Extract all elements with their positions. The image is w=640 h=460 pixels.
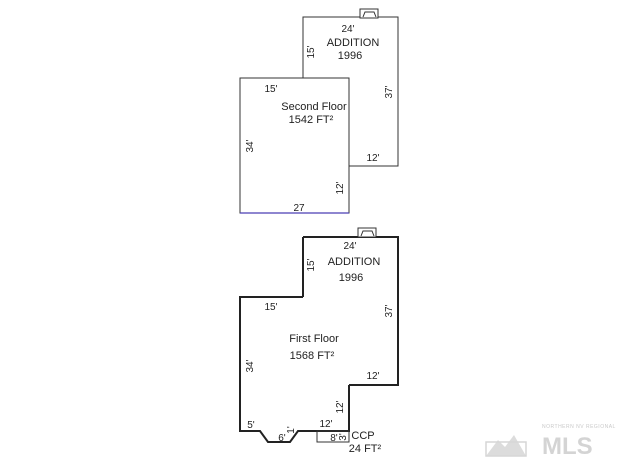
mls-watermark-logo: NORTHERN NV REGIONAL MLS xyxy=(485,424,616,458)
first-main-top-dim: 15' xyxy=(264,302,277,313)
ccp-area: 24 FT² xyxy=(349,443,382,455)
ccp-name: CCP xyxy=(351,430,374,442)
ccp-outline xyxy=(316,430,350,443)
first-floor-area: 1568 FT² xyxy=(290,350,335,362)
bay-left-dim: 5' xyxy=(247,420,255,431)
first-addition-year: 1996 xyxy=(339,272,363,284)
mountain-logo-icon xyxy=(485,435,527,457)
bay-bottom-dim: 6' xyxy=(278,433,286,444)
second-addition-right-dim: 37' xyxy=(384,85,395,98)
second-addition-name: ADDITION xyxy=(327,37,380,49)
second-addition-year: 1996 xyxy=(338,50,362,62)
first-main-inner-right-dim: 12' xyxy=(335,400,346,413)
first-floor-addition-outline xyxy=(303,236,399,386)
ccp-height-dim: 3' xyxy=(338,433,349,441)
first-addition-left-dim: 15' xyxy=(306,258,317,271)
first-floor-main-outline xyxy=(239,296,350,443)
first-addition-name: ADDITION xyxy=(328,256,381,268)
second-floor-name: Second Floor xyxy=(281,101,347,113)
first-addition-right-dim: 37' xyxy=(384,304,395,317)
first-floor-name: First Floor xyxy=(289,333,339,345)
first-addition-bottom-dim: 12' xyxy=(366,371,379,382)
watermark-small-text: NORTHERN NV REGIONAL xyxy=(542,424,616,430)
second-addition-bottom-dim: 12' xyxy=(366,153,379,164)
first-floor-chimney-icon xyxy=(357,227,377,238)
second-addition-left-dim: 15' xyxy=(306,45,317,58)
watermark-big-text: MLS xyxy=(542,433,593,458)
second-floor-area: 1542 FT² xyxy=(289,114,334,126)
first-main-inner-bottom-dim: 12' xyxy=(319,419,332,430)
first-addition-top-dim: 24' xyxy=(343,241,356,252)
second-addition-top-dim: 24' xyxy=(341,24,354,35)
second-floor-main-outline xyxy=(239,77,350,214)
ccp-width-dim: 8' xyxy=(330,433,338,444)
first-main-left-dim: 34' xyxy=(245,359,256,372)
second-main-inner-right-dim: 12' xyxy=(335,181,346,194)
second-main-top-dim: 15' xyxy=(264,84,277,95)
second-main-left-dim: 34' xyxy=(245,139,256,152)
first-floor-plan: 24' ADDITION 1996 15' 37' 12' 15' First … xyxy=(239,227,399,455)
second-floor-plan: 24' ADDITION 1996 15' 37' 12' 15' Second… xyxy=(239,8,399,214)
second-floor-chimney-icon xyxy=(359,8,379,19)
second-main-bottom-dim: 27 xyxy=(293,203,305,214)
bay-small-dim: 1' xyxy=(286,426,297,434)
